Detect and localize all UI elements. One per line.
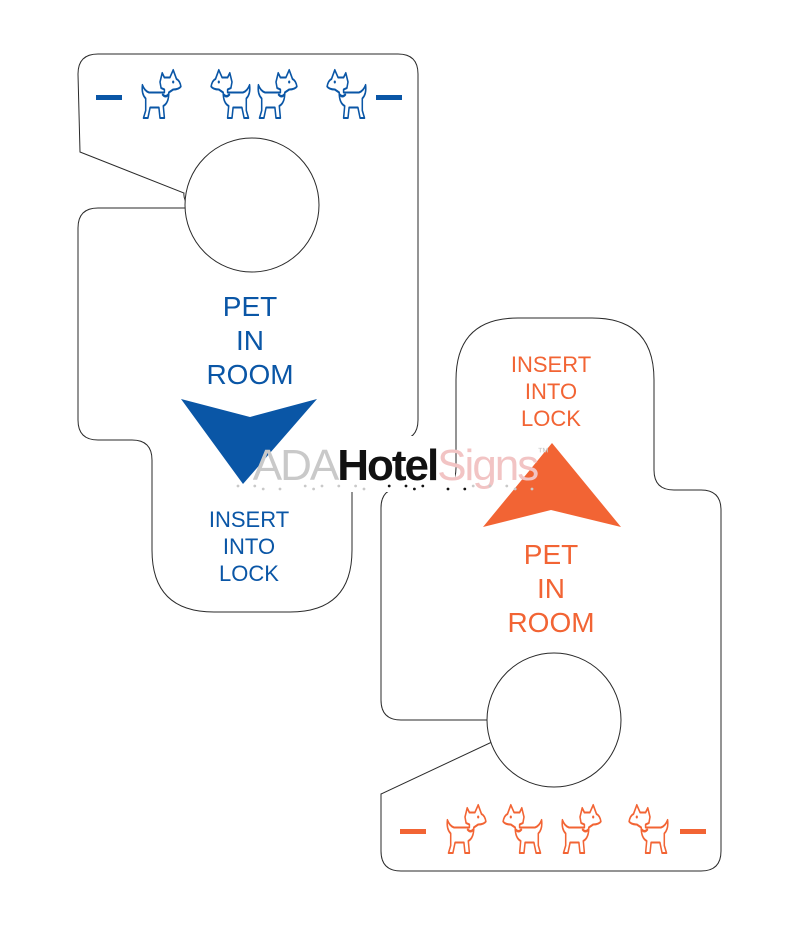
braille-dot: [404, 484, 408, 488]
blue-tag-hole: [184, 137, 320, 273]
watermark-part-signs: Signs: [437, 441, 538, 490]
braille-dot: [362, 487, 366, 491]
braille-dot: [278, 487, 282, 491]
braille-dot: [513, 487, 517, 491]
orange-pet-line-1: PET: [524, 539, 578, 570]
orange-insert-line-2: INTO: [525, 379, 577, 404]
watermark-text: ADAHotelSigns™: [253, 441, 549, 490]
blue-insert-line-3: LOCK: [219, 561, 279, 586]
orange-dash-left: [400, 829, 426, 834]
blue-dash-right: [376, 95, 402, 100]
blue-pet-line-3: ROOM: [206, 359, 293, 390]
braille-dot: [446, 487, 450, 491]
watermark-braille: [236, 484, 534, 491]
up-arrow-icon: [483, 443, 621, 527]
braille-dot: [471, 484, 475, 488]
braille-dot: [488, 484, 492, 488]
braille-dot: [530, 487, 534, 491]
braille-dot: [463, 487, 467, 491]
orange-insert-line-3: LOCK: [521, 406, 581, 431]
braille-dot: [387, 484, 391, 488]
blue-dash-left: [96, 95, 122, 100]
watermark-part-hotel: Hotel: [337, 441, 437, 490]
blue-pet-line-1: PET: [223, 291, 277, 322]
blue-insert-line-1: INSERT: [209, 507, 289, 532]
braille-dot: [236, 484, 240, 488]
orange-pet-line-2: IN: [537, 573, 565, 604]
braille-dot: [505, 484, 509, 488]
watermark-white-band: [345, 436, 455, 492]
watermark-logo: ADAHotelSigns™: [236, 436, 550, 492]
down-arrow-icon: [181, 399, 317, 484]
braille-dot: [261, 487, 265, 491]
blue-insert-line-2: INTO: [223, 534, 275, 559]
orange-door-hanger: INSERT INTO LOCK PET IN ROOM: [380, 317, 722, 872]
braille-dot: [312, 487, 315, 491]
braille-dot: [303, 484, 307, 488]
braille-dot: [320, 484, 324, 488]
braille-dot: [421, 484, 425, 488]
orange-dash-right: [680, 829, 706, 834]
braille-dot: [337, 484, 341, 488]
orange-tag-hole: [486, 652, 622, 788]
blue-door-hanger: PET IN ROOM INSERT INTO LOCK: [77, 53, 419, 613]
braille-dot: [413, 487, 416, 491]
watermark-trademark: ™: [537, 445, 548, 459]
blue-pet-line-2: IN: [236, 325, 264, 356]
orange-pet-line-3: ROOM: [507, 607, 594, 638]
orange-insert-line-1: INSERT: [511, 352, 591, 377]
braille-dot: [354, 484, 357, 488]
braille-dot: [253, 484, 257, 488]
watermark-part-ada: ADA: [253, 441, 340, 490]
